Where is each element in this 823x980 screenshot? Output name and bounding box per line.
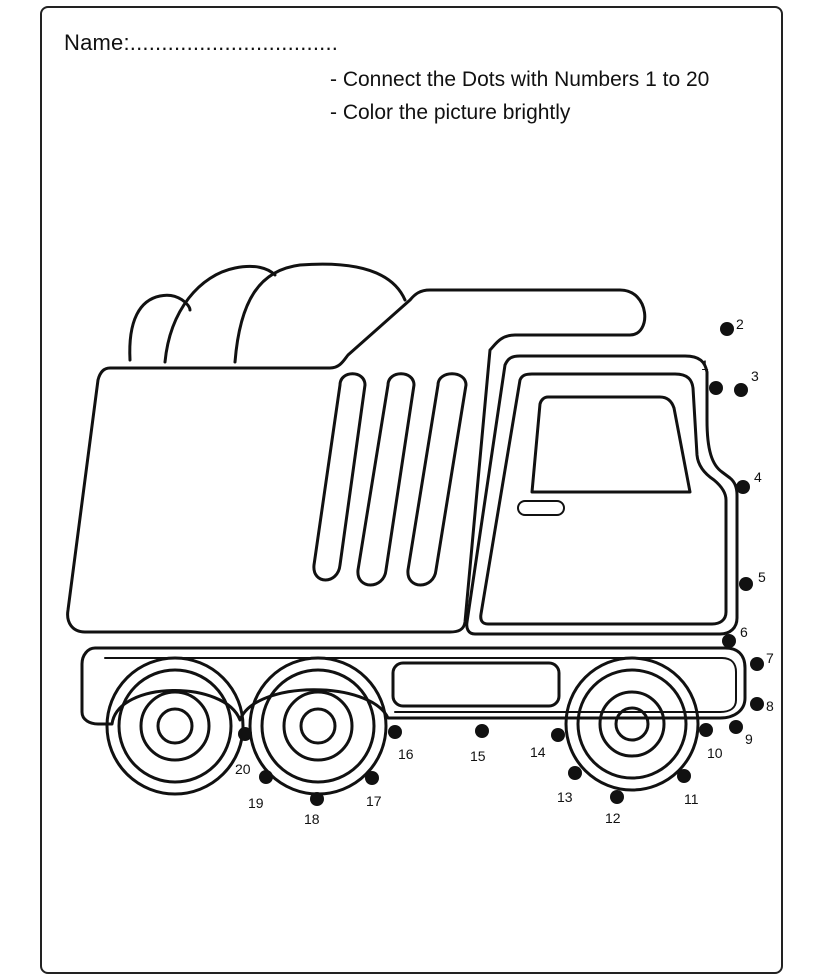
dot-label-1: 1 <box>701 357 709 373</box>
dot-label-8: 8 <box>766 698 774 714</box>
dot-label-6: 6 <box>740 624 748 640</box>
dot-label-12: 12 <box>605 810 621 826</box>
dot-label-11: 11 <box>684 791 699 807</box>
dot-14 <box>551 728 565 742</box>
dot-label-15: 15 <box>470 748 486 764</box>
dot-label-3: 3 <box>751 368 759 384</box>
dot-3 <box>734 383 748 397</box>
dot-8 <box>750 697 764 711</box>
dot-4 <box>736 480 750 494</box>
truck-dump-body <box>66 288 647 634</box>
dot-7 <box>750 657 764 671</box>
dot-5 <box>739 577 753 591</box>
dot-label-7: 7 <box>766 650 774 666</box>
dot-10 <box>699 723 713 737</box>
dot-19 <box>259 770 273 784</box>
dot-20 <box>238 727 252 741</box>
dot-label-19: 19 <box>248 795 264 811</box>
door-handle <box>517 500 565 516</box>
dot-12 <box>610 790 624 804</box>
dot-11 <box>677 769 691 783</box>
worksheet-border <box>40 6 783 974</box>
dot-18 <box>310 792 324 806</box>
dot-6 <box>722 634 736 648</box>
dot-label-9: 9 <box>745 731 753 747</box>
dot-13 <box>568 766 582 780</box>
instruction-connect-dots: - Connect the Dots with Numbers 1 to 20 <box>330 68 710 91</box>
dot-label-16: 16 <box>398 746 414 762</box>
cab-window <box>530 395 692 494</box>
instruction-color-picture: - Color the picture brightly <box>330 101 571 124</box>
dot-label-17: 17 <box>366 793 382 809</box>
dot-markers <box>238 322 764 806</box>
dot-label-2: 2 <box>736 316 744 332</box>
truck-cab <box>465 354 739 636</box>
chassis-side-box <box>391 661 561 708</box>
truck-load-rocks <box>128 262 407 364</box>
dot-label-14: 14 <box>530 744 546 760</box>
wheel-front <box>564 656 700 792</box>
truck-body-slats <box>312 372 468 587</box>
dot-2 <box>720 322 734 336</box>
dot-15 <box>475 724 489 738</box>
dot-9 <box>729 720 743 734</box>
dot-label-4: 4 <box>754 469 762 485</box>
dot-label-13: 13 <box>557 789 573 805</box>
dot-numbers: 1 2 3 4 5 6 7 8 9 10 11 12 13 14 15 16 1… <box>235 316 774 827</box>
wheel-rear-1 <box>105 656 245 796</box>
dot-label-18: 18 <box>304 811 320 827</box>
dot-label-20: 20 <box>235 761 251 777</box>
dot-label-5: 5 <box>758 569 766 585</box>
dot-16 <box>388 725 402 739</box>
dot-17 <box>365 771 379 785</box>
dot-1 <box>709 381 723 395</box>
dot-label-10: 10 <box>707 745 723 761</box>
name-field-label: Name:................................. <box>64 30 339 55</box>
